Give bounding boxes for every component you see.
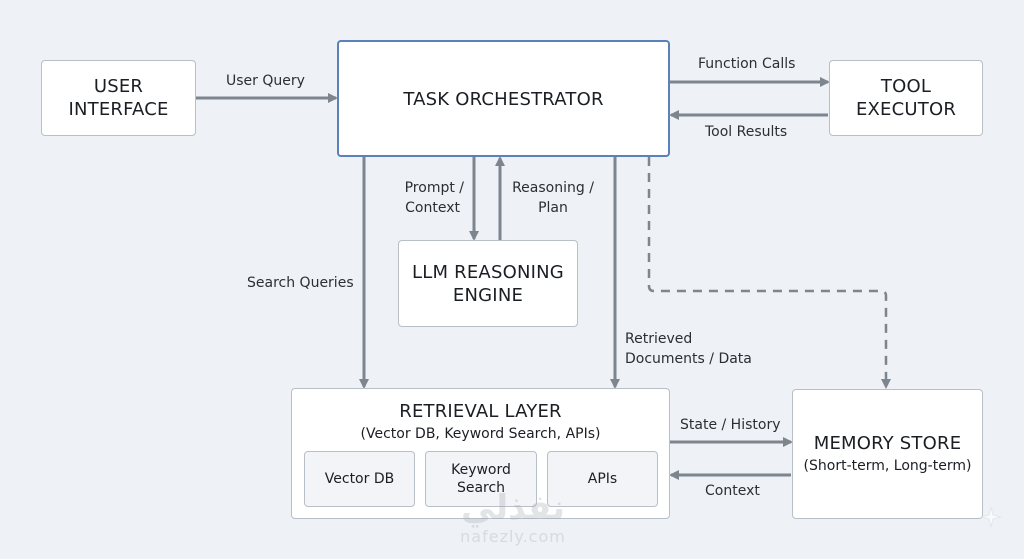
label-function-calls: Function Calls [698,56,796,72]
memory-store-title: MEMORY STORE [813,433,962,454]
watermark-brand-arabic: نفذلي [460,488,566,528]
label-prompt-context-2: Context [405,200,460,216]
label-reasoning-plan-1: Reasoning / [512,180,594,196]
retrieval-layer-title: RETRIEVAL LAYER [399,401,562,422]
nafezly-watermark: نفذلي nafezly.com [448,488,578,546]
user-interface-node: USER INTERFACE [41,60,196,136]
label-retrieved-2: Documents / Data [625,351,752,367]
sparkle-icon [980,506,1002,528]
label-search-queries: Search Queries [247,275,354,291]
keyword-search-line2: Search [456,480,506,496]
tool-executor-title-line2: EXECUTOR [855,99,957,120]
label-user-query: User Query [226,73,305,89]
label-prompt-context-1: Prompt / [404,180,464,196]
keyword-search-component: Keyword Search [425,451,537,507]
label-tool-results: Tool Results [705,124,788,140]
vector-db-component: Vector DB [304,451,415,507]
user-interface-title-line1: USER [93,76,144,97]
arrow-memory-dashed [647,157,891,389]
label-reasoning-plan-2: Plan [538,200,568,216]
memory-store-node: MEMORY STORE (Short-term, Long-term) [792,389,983,519]
label-retrieved-1: Retrieved [625,331,693,347]
label-context: Context [705,483,760,499]
keyword-search-line1: Keyword [451,462,511,478]
label-state-history: State / History [680,417,781,433]
retrieval-layer-subtitle: (Vector DB, Keyword Search, APIs) [360,426,601,442]
llm-reasoning-engine-node: LLM REASONING ENGINE [398,240,578,327]
tool-executor-node: TOOL EXECUTOR [829,60,983,136]
watermark-brand-latin: nafezly.com [460,527,566,546]
llm-engine-title-line1: LLM REASONING [412,261,564,283]
user-interface-title-line2: INTERFACE [68,99,169,120]
task-orchestrator-node: TASK ORCHESTRATOR [337,40,670,157]
memory-store-subtitle: (Short-term, Long-term) [803,458,972,474]
apis-component: APIs [547,451,658,507]
task-orchestrator-title: TASK ORCHESTRATOR [403,89,604,110]
llm-engine-title-line2: ENGINE [452,284,524,306]
tool-executor-title-line1: TOOL [880,76,932,97]
